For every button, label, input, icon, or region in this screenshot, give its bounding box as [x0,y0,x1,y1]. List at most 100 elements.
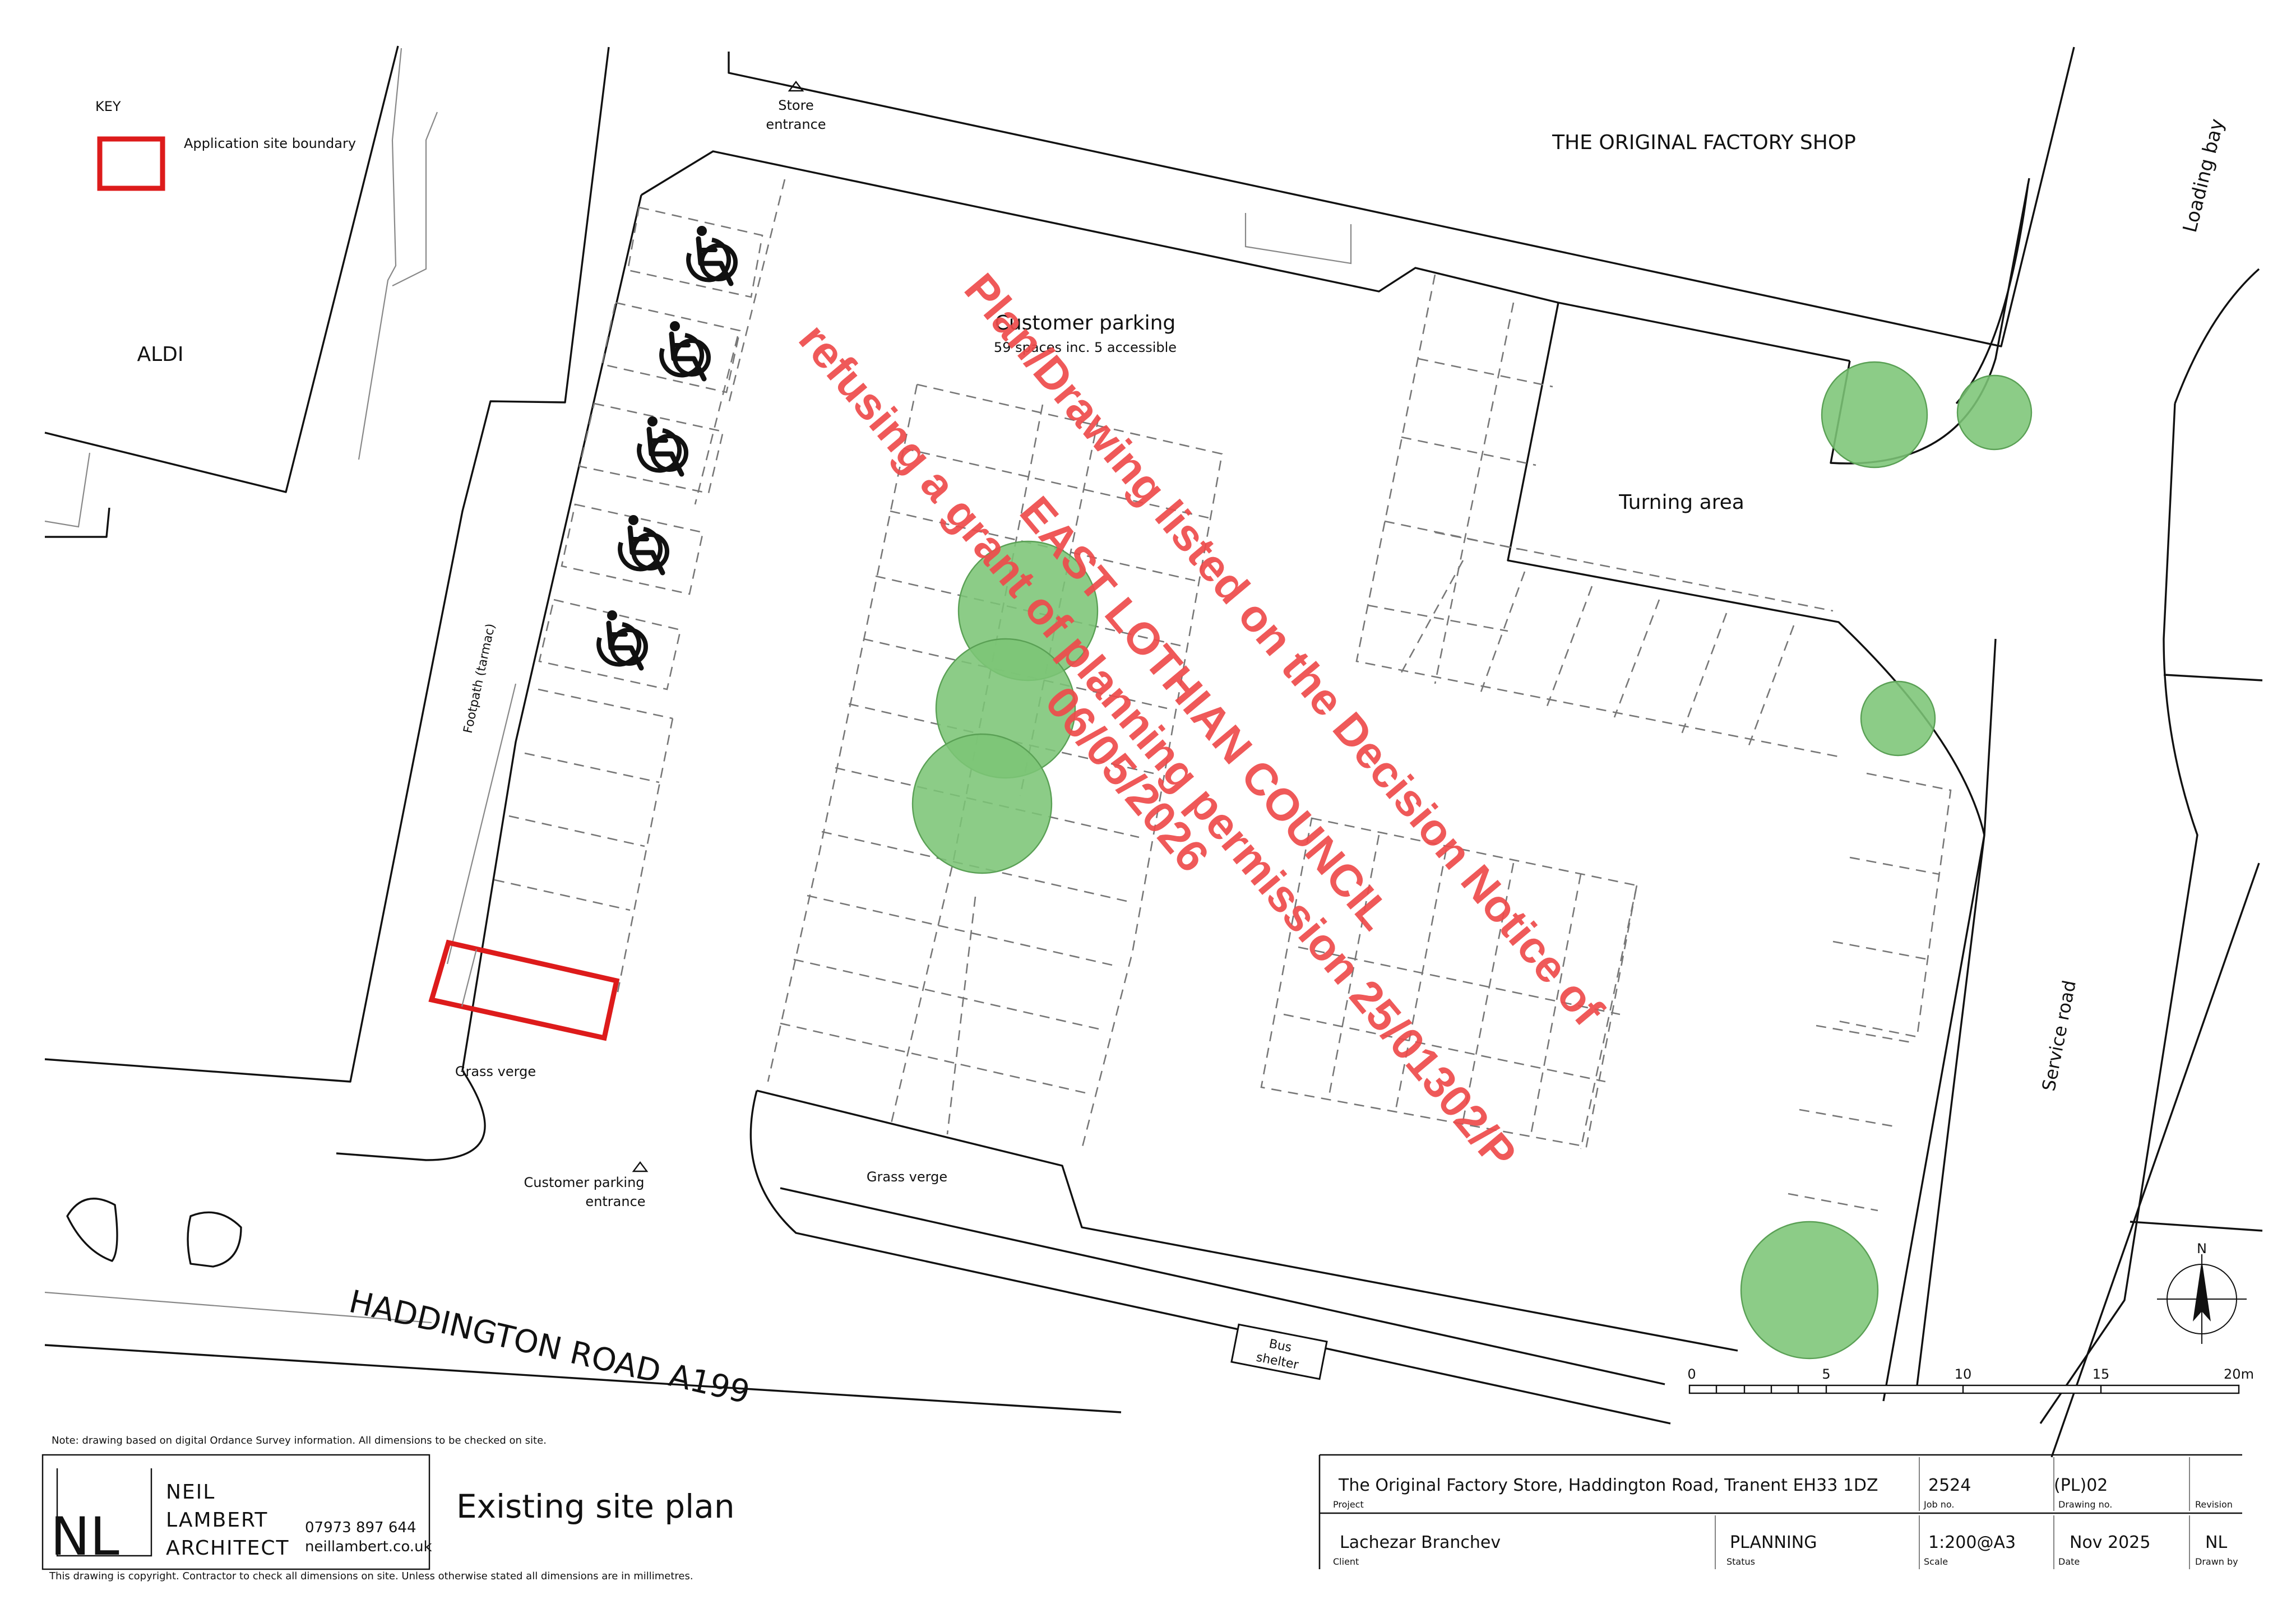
car-park-perimeter [641,150,1850,362]
accessible-bays [538,206,763,690]
tb-job-label: Job no. [1923,1499,1954,1510]
tb-drawn-value: NL [2205,1533,2227,1552]
drawing-title: Existing site plan [456,1487,735,1525]
car-park-bottom-edge [336,1070,486,1161]
north-arrow-icon: N [2157,1241,2247,1344]
tb-drawing-value: (PL)02 [2054,1476,2108,1495]
key-boundary-label: Application site boundary [184,136,356,151]
tb-project-value: The Original Factory Store, Haddington R… [1338,1476,1878,1495]
factory-shop-outline [728,47,2075,347]
traffic-island-2 [187,1211,242,1268]
aldi-lower-step [44,452,91,528]
grass-verge-left-label: Grass verge [455,1064,536,1079]
bus-shelter: Bus shelter [1230,1323,1328,1380]
architect-logo-mark [56,1468,152,1557]
service-road-right-1 [2174,268,2260,404]
key-title: KEY [95,99,121,114]
scale-tick-10: 10 [1955,1366,1972,1382]
car-park-left-edge [461,194,642,1071]
tb-scale-label: Scale [1924,1556,1948,1567]
service-road-label: Service road [2038,979,2080,1093]
note-top: Note: drawing based on digital Ordance S… [52,1435,547,1446]
grass-verge-mid-label: Grass verge [867,1169,947,1185]
scale-tick-15: 15 [2093,1366,2110,1382]
aldi-label: ALDI [137,343,183,366]
tb-client-value: Lachezar Branchev [1340,1533,1501,1552]
right-parking-bays [1260,274,1952,1212]
application-site-boundary [428,939,620,1041]
tb-client-label: Client [1333,1556,1359,1567]
footpath-edge [446,683,517,964]
scale-tick-20: 20m [2224,1366,2254,1382]
turning-area-label: Turning area [1618,491,1744,514]
customer-entrance-marker [632,1161,649,1172]
scale-tick-0: 0 [1687,1366,1696,1382]
architect-name-line1: NEIL [166,1481,215,1504]
tb-status-label: Status [1726,1556,1755,1567]
architect-website: neillambert.co.uk [305,1538,432,1555]
tb-job-value: 2524 [1928,1476,1971,1495]
customer-parking-sublabel: 59 spaces inc. 5 accessible [994,340,1177,355]
tb-drawn-label: Drawn by [2195,1556,2238,1567]
store-entrance-marker [788,81,804,92]
scale-tick-5: 5 [1822,1366,1830,1382]
footpath-label: Footpath (tarmac) [461,623,498,735]
customer-entrance-line2: entrance [585,1194,645,1209]
north-label: N [2197,1241,2207,1256]
store-entrance-line2: entrance [766,117,826,132]
store-step [1244,213,1352,265]
aldi-lower-block [45,507,110,538]
key-boundary-swatch [97,136,165,191]
wheelchair-icon [639,416,686,474]
tree-icon [1956,374,2033,451]
store-entrance-line1: Store [778,98,813,113]
scale-bar: 0 5 10 15 20m [1687,1366,2254,1394]
aldi-building-outline [44,45,399,493]
customer-parking-label: Customer parking [995,312,1176,335]
inner-verge-edge [756,1089,1738,1352]
customer-entrance-line1: Customer parking [524,1175,644,1190]
road-centre [44,1291,432,1324]
traffic-island-1 [66,1198,118,1262]
boundary-inner-divider [461,949,478,1007]
aldi-inner-outline [358,48,402,460]
aldi-forecourt-outline [44,47,610,1083]
tb-status-value: PLANNING [1730,1533,1817,1552]
wheelchair-icon [661,321,709,379]
footway-edge [780,1187,1665,1385]
architect-name-line2: LAMBERT [166,1509,268,1532]
tree-icon [1740,1221,1879,1360]
architect-phone: 07973 897 644 [305,1519,416,1536]
architect-name-line3: ARCHITECT [166,1537,290,1560]
wheelchair-icon [599,610,646,668]
service-road-left [1983,638,1997,836]
tb-date-label: Date [2058,1556,2080,1567]
aldi-inner-line [392,112,438,286]
tree-icon [1821,361,1928,469]
service-road-left-lower [2050,862,2260,1458]
car-park-entrance-verge [749,1090,1671,1425]
road-name-label: HADDINGTON ROAD A199 [346,1283,753,1411]
left-parking-bays [494,179,786,998]
tb-scale-value: 1:200@A3 [1928,1533,2016,1552]
architect-logo-text: NL [50,1506,119,1568]
tb-revision-label: Revision [2195,1499,2233,1510]
road-far-edge [44,1344,1122,1413]
loading-bay-label: Loading bay [2179,117,2229,235]
service-road-stub [2130,1221,2263,1232]
tree-icon [911,733,1053,874]
stamp-line-4: refusing a grant of planning permission … [789,314,1526,1179]
note-bottom: This drawing is copyright. Contractor to… [49,1570,693,1582]
tree-icon [1860,680,1936,757]
service-road-mid [1882,834,1985,1402]
wheelchair-icon [688,226,735,284]
tb-date-value: Nov 2025 [2070,1533,2150,1552]
factory-shop-label: THE ORIGINAL FACTORY SHOP [1552,131,1856,154]
tb-drawing-label: Drawing no. [2058,1499,2112,1510]
architect-box [41,1454,430,1570]
service-road-right-2 [2039,403,2198,1424]
service-road-stub-2 [2163,674,2263,681]
title-block: The Original Factory Store, Haddington R… [1318,1454,2242,1569]
tb-project-label: Project [1333,1499,1364,1510]
